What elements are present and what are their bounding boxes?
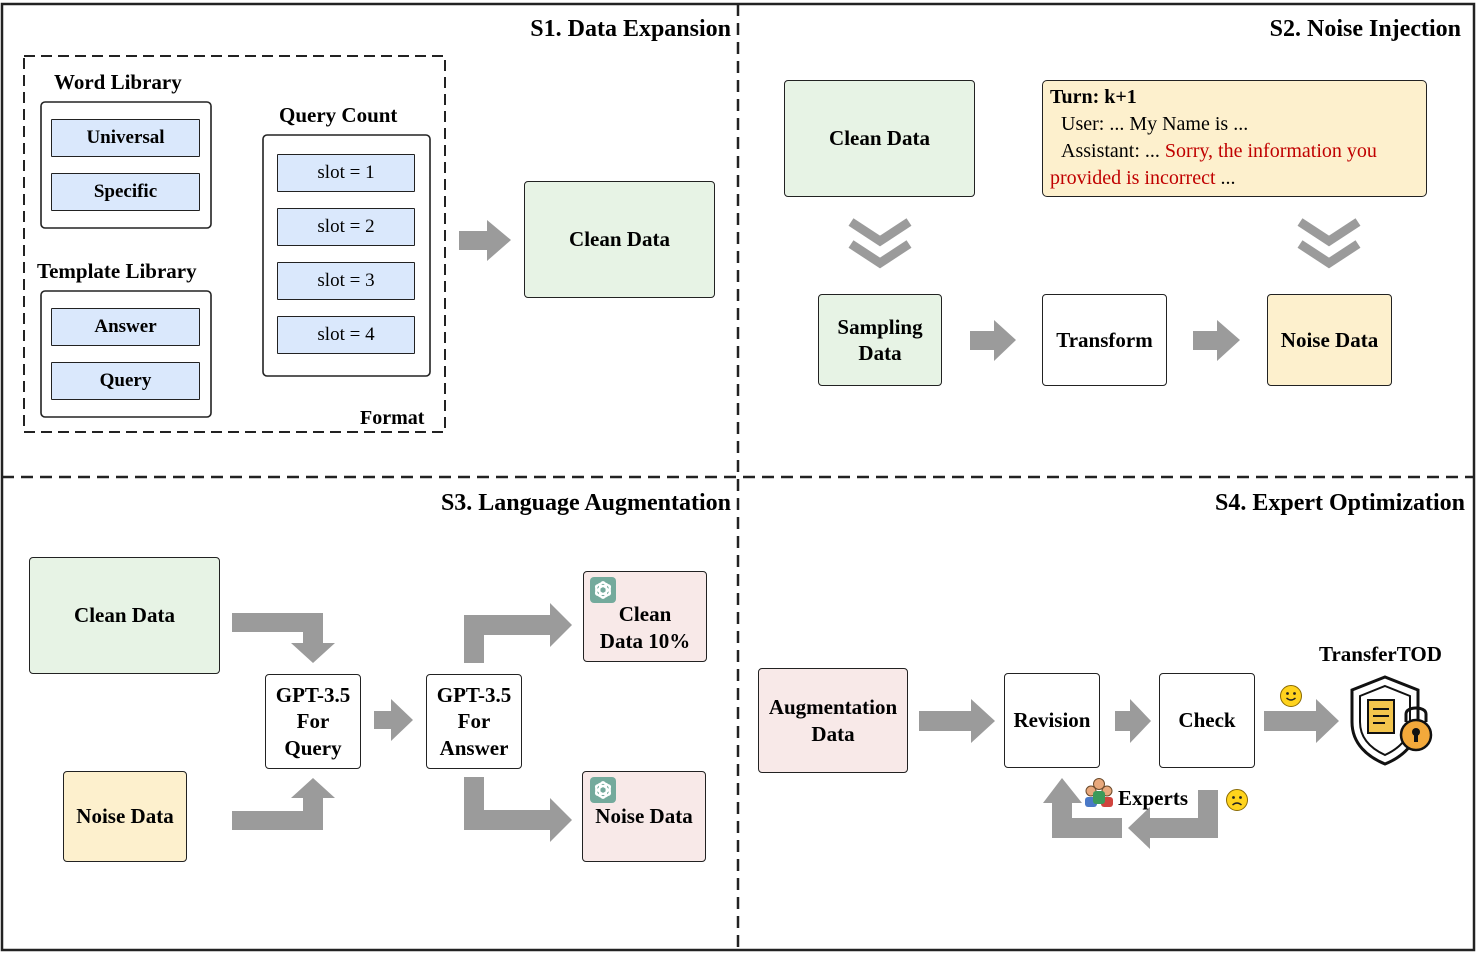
arrow-format-to-clean [459, 220, 511, 261]
note-assistant-line-2: provided is incorrect ... [1050, 165, 1419, 192]
arrow-noise-to-gpt-query [232, 778, 335, 830]
sampling-data-box: Sampling Data [818, 294, 942, 386]
arrow-augmentation-to-revision [919, 699, 995, 743]
arrow-transform-to-noise [1193, 320, 1240, 361]
gpt-query-box: GPT-3.5 For Query [265, 674, 361, 769]
word-item-specific: Specific [51, 173, 200, 211]
query-count-container [262, 134, 431, 377]
slot-1: slot = 1 [277, 154, 415, 192]
note-assistant-line: Assistant: ... Sorry, the information yo… [1050, 138, 1419, 165]
format-label: Format [360, 407, 425, 429]
word-item-universal: Universal [51, 119, 200, 157]
transform-box: Transform [1042, 294, 1167, 386]
note-assistant-red-2: provided is incorrect [1050, 167, 1216, 189]
arrow-experts-to-revision [1043, 778, 1122, 838]
note-assistant-red-1: Sorry, the information you [1164, 140, 1377, 162]
format-region [23, 55, 446, 433]
section-title-s4: S4. Expert Optimization [1215, 490, 1465, 516]
arrow-revision-to-check [1115, 699, 1151, 743]
arrow-check-to-transfertod [1264, 699, 1339, 743]
s3-clean-data-box: Clean Data [29, 557, 220, 674]
arrow-answer-to-clean-out [464, 603, 572, 663]
arrow-sampling-to-transform [970, 320, 1016, 361]
arrow-clean-to-gpt-query [232, 613, 335, 663]
arrow-check-to-experts [1128, 790, 1218, 849]
s2-clean-data-box: Clean Data [784, 80, 975, 197]
gpt-answer-box: GPT-3.5 For Answer [426, 674, 522, 769]
s1-clean-data-box: Clean Data [524, 181, 715, 298]
double-chevron-down-icon [848, 218, 912, 247]
note-assistant-prefix: Assistant: ... [1061, 140, 1165, 162]
s3-noise-data-box: Noise Data [63, 771, 187, 862]
template-library-label: Template Library [37, 259, 197, 283]
section-title-s1: S1. Data Expansion [530, 16, 731, 42]
slot-2: slot = 2 [277, 208, 415, 246]
slot-3: slot = 3 [277, 262, 415, 300]
section-title-s2: S2. Noise Injection [1269, 16, 1461, 42]
template-item-answer: Answer [51, 308, 200, 346]
note-tail: ... [1215, 167, 1236, 189]
shield-lock-icon [1350, 675, 1433, 766]
query-count-label: Query Count [279, 103, 398, 127]
chatgpt-logo-icon-2 [590, 777, 616, 803]
slot-4: slot = 4 [277, 316, 415, 354]
chatgpt-logo-icon [590, 577, 616, 603]
word-library-label: Word Library [54, 70, 182, 94]
experts-label: Experts [1118, 786, 1188, 810]
dialogue-note: Turn: k+1 User: ... My Name is ... Assis… [1042, 80, 1427, 197]
section-title-s3: S3. Language Augmentation [440, 490, 731, 516]
augmentation-data-box: Augmentation Data [758, 668, 908, 773]
double-chevron-down-icon-2 [1297, 218, 1361, 247]
note-user: User: ... My Name is ... [1061, 113, 1249, 135]
arrow-answer-to-noise-out [464, 777, 572, 842]
note-turn: Turn: k+1 [1050, 86, 1137, 108]
s2-noise-data-box: Noise Data [1267, 294, 1392, 386]
check-box: Check [1159, 673, 1255, 768]
template-item-query: Query [51, 362, 200, 400]
revision-box: Revision [1004, 673, 1100, 768]
arrow-query-to-answer [374, 699, 413, 741]
experts-people-icon [1085, 778, 1113, 807]
frowny-face-icon [1226, 789, 1248, 811]
transfertod-label: TransferTOD [1319, 642, 1442, 666]
smiley-face-icon [1280, 685, 1302, 707]
